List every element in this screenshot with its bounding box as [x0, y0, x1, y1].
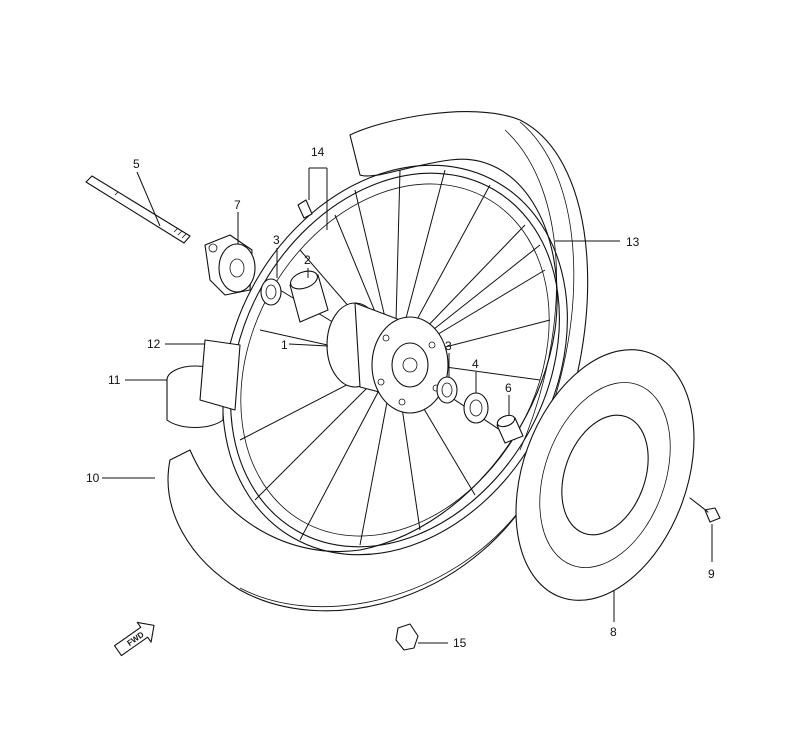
- axle: [85, 175, 191, 244]
- spacer-right: [496, 414, 524, 444]
- callout-4: 4: [472, 357, 479, 371]
- disc-bolt: [689, 497, 721, 523]
- callout-7: 7: [234, 198, 241, 212]
- callout-11: 11: [108, 373, 121, 387]
- spoke-nipple: [297, 199, 313, 219]
- callout-1: 1: [281, 338, 288, 352]
- spacer: [289, 270, 329, 323]
- callout-3-left: 3: [273, 233, 280, 247]
- hub: [326, 302, 449, 414]
- callout-8: 8: [610, 625, 617, 639]
- callout-2: 2: [304, 253, 311, 267]
- clip: [395, 623, 419, 651]
- rim-band: [199, 339, 241, 411]
- callout-12: 12: [147, 337, 161, 351]
- speedometer-gearbox: [204, 234, 256, 296]
- callout-10: 10: [86, 471, 100, 485]
- callout-3-right: 3: [445, 339, 452, 353]
- callout-13: 13: [626, 235, 640, 249]
- brake-disc: [515, 349, 695, 601]
- leader-lines: [102, 167, 713, 644]
- bearing-left: [260, 278, 282, 306]
- forward-arrow-icon: FWD: [113, 621, 155, 657]
- bearing-right: [436, 376, 458, 404]
- callout-5: 5: [133, 157, 140, 171]
- oil-seal: [463, 392, 489, 424]
- callout-6: 6: [505, 381, 512, 395]
- callout-labels: 1 2 3 3 4 5 6 7 8 9 10 11 12 13 14 15: [86, 145, 715, 650]
- callout-9: 9: [708, 567, 715, 581]
- callout-15: 15: [453, 636, 467, 650]
- callout-14: 14: [311, 145, 325, 159]
